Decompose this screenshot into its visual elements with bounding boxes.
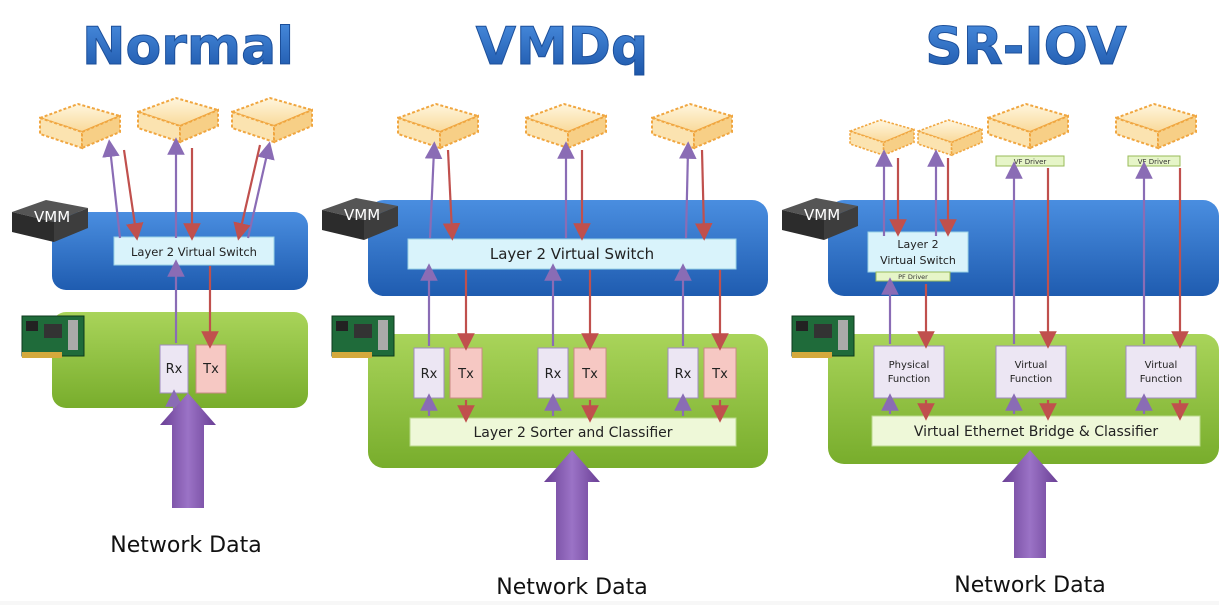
rx-queue [667, 347, 699, 399]
server-icon [917, 119, 983, 156]
pf-driver-box [875, 271, 951, 282]
server-icon [397, 103, 479, 149]
panel-vmdq: VMDq VMM Layer 2 Virtual Switch Rx Tx Rx… [322, 17, 768, 600]
nic-card-icon [331, 315, 395, 359]
sorter-classifier-label: Layer 2 Sorter and Classifier [473, 425, 672, 441]
tx-label: Tx [202, 362, 219, 377]
queue-pair: Rx Tx [413, 347, 483, 399]
tx-queue [195, 344, 227, 394]
virtual-switch-label-line2: Virtual Switch [880, 254, 956, 267]
network-data-label: Network Data [954, 573, 1105, 598]
function-label-line2: Function [1010, 374, 1053, 385]
panel-title-vmdq: VMDq [476, 17, 648, 77]
tx-label: Tx [711, 367, 728, 382]
network-data-label: Network Data [110, 533, 261, 558]
server-icon [987, 103, 1069, 149]
rx-queue [413, 347, 445, 399]
network-data-arrow [160, 393, 216, 508]
traffic-arrows [102, 137, 275, 410]
vmm-label: VMM [344, 206, 380, 224]
rx-queue [537, 347, 569, 399]
virtual-switch-label: Layer 2 Virtual Switch [490, 245, 654, 263]
virtual-function-box [1125, 345, 1197, 399]
vmm-label: VMM [34, 208, 70, 226]
vf-driver-box [1127, 155, 1181, 167]
physical-function-box [873, 345, 945, 399]
tx-label: Tx [457, 367, 474, 382]
virtual-switch-box [113, 236, 275, 266]
server-icon [231, 97, 313, 143]
virtual-switch-label-line1: Layer 2 [897, 238, 938, 251]
server-icon [39, 103, 121, 149]
network-data-label: Network Data [496, 575, 647, 600]
traffic-arrows [875, 149, 1189, 421]
queue-pair: Rx Tx [537, 347, 607, 399]
tx-queue [449, 347, 483, 399]
queue-pair: Rx Tx [667, 347, 737, 399]
function-label-line1: Virtual [1015, 360, 1048, 371]
rx-label: Rx [545, 367, 562, 382]
server-icon [137, 97, 219, 143]
rx-label: Rx [421, 367, 438, 382]
server-icon [849, 119, 915, 156]
panel-normal: Normal VMM Layer 2 Virtual Switch Rx Tx … [12, 17, 313, 558]
vmm-label: VMM [804, 206, 840, 224]
function-label-line2: Function [1140, 374, 1183, 385]
server-icon [651, 103, 733, 149]
bridge-classifier-label: Virtual Ethernet Bridge & Classifier [914, 424, 1159, 440]
network-data-arrow [544, 450, 600, 560]
bridge-classifier-box [871, 415, 1201, 447]
network-data-arrow [1002, 450, 1058, 558]
virtual-switch-box [407, 238, 737, 270]
rx-queue [159, 344, 189, 394]
rx-label: Rx [166, 362, 183, 377]
vf-driver-label: VF Driver [1138, 158, 1171, 166]
function-label-line2: Function [888, 374, 931, 385]
panel-sriov: SR-IOV VF Driver VF Driver VMM Layer 2 V… [782, 17, 1219, 598]
function-label-line1: Virtual [1145, 360, 1178, 371]
panel-title-normal: Normal [82, 17, 294, 77]
virtual-switch-label: Layer 2 Virtual Switch [131, 245, 257, 259]
pf-driver-label: PF Driver [898, 273, 928, 281]
function-label-line1: Physical [889, 360, 930, 371]
nic-card-icon [791, 315, 855, 359]
virtual-function-box [995, 345, 1067, 399]
nic-card-icon [21, 315, 85, 359]
rx-label: Rx [675, 367, 692, 382]
traffic-arrows [420, 141, 729, 423]
vf-driver-box [995, 155, 1065, 167]
panel-title-sriov: SR-IOV [925, 17, 1126, 77]
tx-queue [573, 347, 607, 399]
server-icon [525, 103, 607, 149]
vf-driver-label: VF Driver [1014, 158, 1047, 166]
server-icon [1115, 103, 1197, 149]
tx-queue [703, 347, 737, 399]
tx-label: Tx [581, 367, 598, 382]
